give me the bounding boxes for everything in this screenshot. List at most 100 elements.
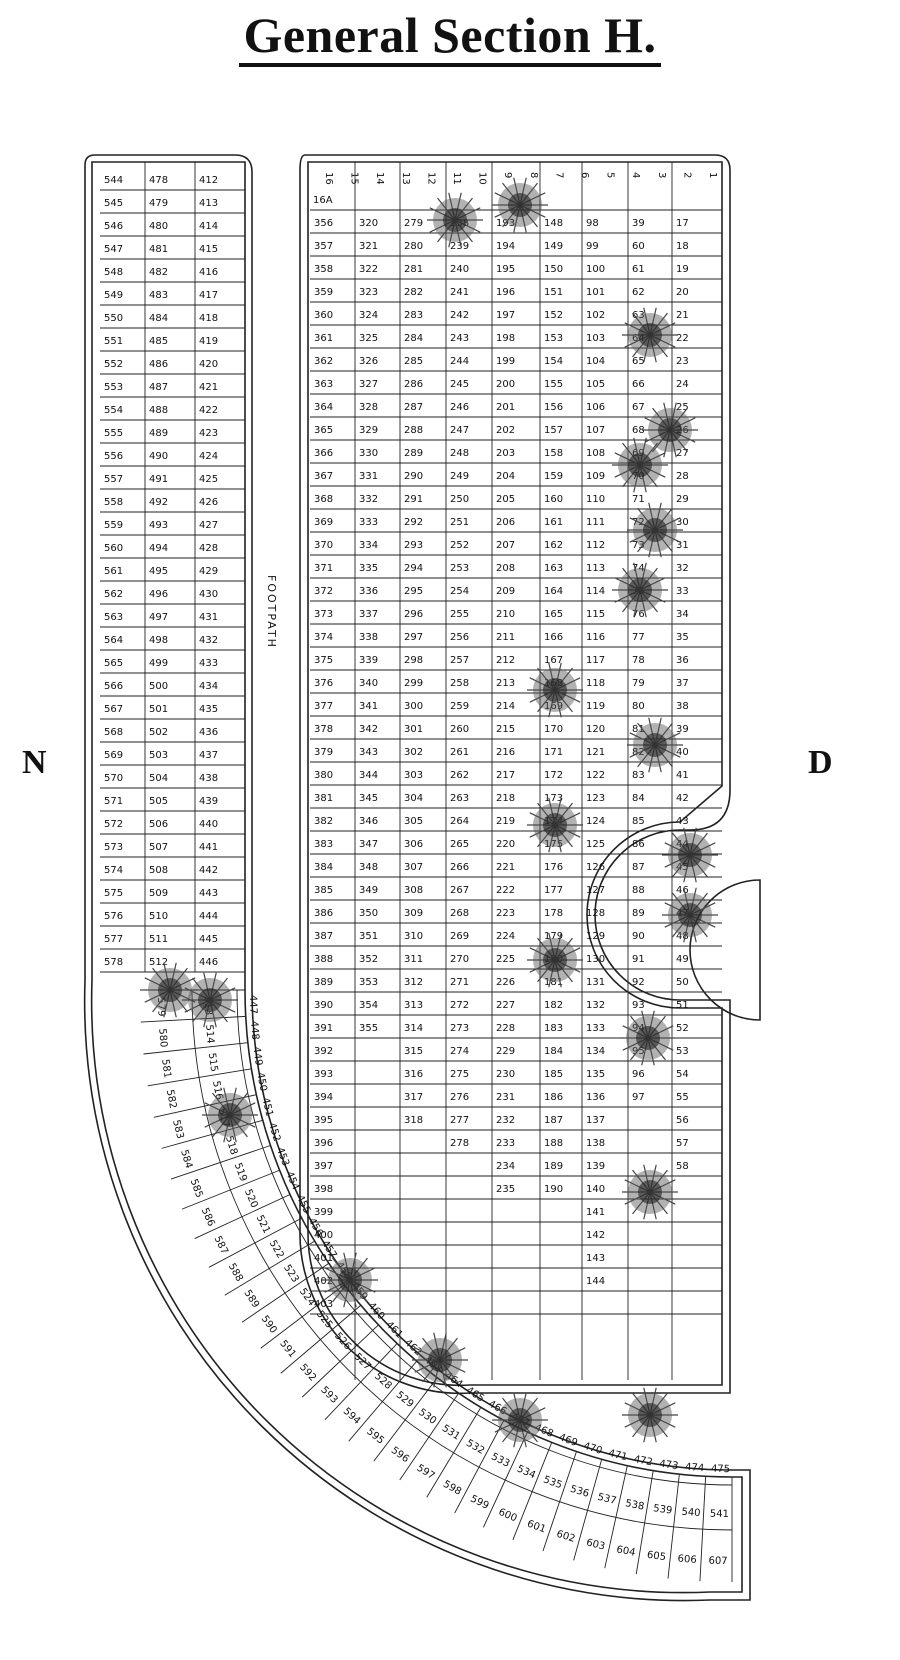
plot-number: 222: [496, 885, 515, 896]
plot-number: 102: [586, 310, 605, 321]
plot-number: 367: [314, 471, 333, 482]
plot-number: 36: [676, 655, 689, 666]
plot-number: 63: [632, 310, 645, 321]
plot-number: 91: [632, 954, 645, 965]
plot-number: 563: [104, 612, 123, 623]
plot-number: 31: [676, 540, 689, 551]
plot-number: 399: [314, 1207, 333, 1218]
plot-number: 129: [586, 931, 605, 942]
plot-number: 202: [496, 425, 515, 436]
plot-number: 580: [156, 1028, 169, 1048]
radial-divider: [140, 1015, 246, 1023]
left-block-inner-border: [90, 161, 743, 1594]
plot-number: 207: [496, 540, 515, 551]
plot-number: 126: [586, 862, 605, 873]
radial-divider: [542, 1451, 577, 1552]
plot-number: 117: [586, 655, 605, 666]
plot-number: 588: [226, 1262, 245, 1284]
radial-divider: [208, 1217, 302, 1268]
plot-number: 494: [149, 543, 168, 554]
plot-number: 531: [440, 1423, 462, 1443]
plot-number: 141: [586, 1207, 605, 1218]
plot-number: 502: [149, 727, 168, 738]
plot-number: 395: [314, 1115, 333, 1126]
plot-number: 190: [544, 1184, 563, 1195]
plot-number: 182: [544, 1000, 563, 1011]
plot-number: 292: [404, 517, 423, 528]
plot-number: 449: [250, 1046, 263, 1066]
header-plot-number: 13: [400, 172, 411, 185]
plot-number: 248: [450, 448, 469, 459]
plot-number: 120: [586, 724, 605, 735]
plot-number: 369: [314, 517, 333, 528]
plot-number: 104: [586, 356, 605, 367]
plot-number: 340: [359, 678, 378, 689]
plot-number: 352: [359, 954, 378, 965]
plot-number: 306: [404, 839, 423, 850]
plot-number: 529: [394, 1390, 416, 1411]
plot-number: 279: [404, 218, 423, 229]
plot-number: 226: [496, 977, 515, 988]
plot-number: 378: [314, 724, 333, 735]
plot-number: 540: [681, 1507, 701, 1520]
plot-number: 57: [676, 1138, 689, 1149]
plot-number: 545: [104, 198, 123, 209]
plot-number: 240: [450, 264, 469, 275]
plot-number: 564: [104, 635, 123, 646]
right-block-inner-border: [307, 161, 723, 1387]
plot-number: 391: [314, 1023, 333, 1034]
plot-number: 455: [294, 1193, 312, 1215]
plot-number: 163: [544, 563, 563, 574]
plot-number: 159: [544, 471, 563, 482]
plot-number: 530: [416, 1407, 438, 1427]
plot-number: 94: [632, 1023, 645, 1034]
plot-number: 322: [359, 264, 378, 275]
plot-number: 374: [314, 632, 333, 643]
plot-number: 505: [149, 796, 168, 807]
plot-number: 532: [464, 1438, 486, 1457]
plot-number: 280: [404, 241, 423, 252]
plot-number: 557: [104, 474, 123, 485]
plot-number: 285: [404, 356, 423, 367]
plot-number: 510: [149, 911, 168, 922]
plot-number: 599: [468, 1494, 490, 1512]
radial-divider: [454, 1420, 505, 1514]
plot-number: 178: [544, 908, 563, 919]
plot-number: 591: [277, 1338, 298, 1360]
plot-number: 77: [632, 632, 645, 643]
plot-number: 569: [104, 750, 123, 761]
plot-number: 92: [632, 977, 645, 988]
radial-divider: [143, 1042, 248, 1055]
plot-number: 243: [450, 333, 469, 344]
plot-number: 593: [318, 1385, 339, 1406]
plot-number: 433: [199, 658, 218, 669]
plot-number: 267: [450, 885, 469, 896]
plot-number: 278: [450, 1138, 469, 1149]
plot-number: 339: [359, 655, 378, 666]
plot-number: 172: [544, 770, 563, 781]
plot-number: 326: [359, 356, 378, 367]
plot-number: 365: [314, 425, 333, 436]
plot-number: 309: [404, 908, 423, 919]
tree-icon: [612, 562, 668, 618]
plot-number: 176: [544, 862, 563, 873]
plot-number: 589: [242, 1288, 262, 1310]
plot-number: 366: [314, 448, 333, 459]
plot-number: 221: [496, 862, 515, 873]
plot-number: 454: [283, 1170, 301, 1192]
plot-number: 160: [544, 494, 563, 505]
plot-number: 325: [359, 333, 378, 344]
plot-number: 553: [104, 382, 123, 393]
plot-number: 272: [450, 1000, 469, 1011]
plot-number: 80: [632, 701, 645, 712]
plot-number: 437: [199, 750, 218, 761]
plot-number: 397: [314, 1161, 333, 1172]
plot-number: 579: [155, 997, 167, 1016]
plot-number: 215: [496, 724, 515, 735]
plot-number: 171: [544, 747, 563, 758]
plot-number: 605: [646, 1550, 666, 1563]
plot-number: 327: [359, 379, 378, 390]
radial-divider: [604, 1465, 628, 1569]
plot-number: 582: [164, 1089, 178, 1110]
header-plot-number: 3: [656, 172, 667, 178]
